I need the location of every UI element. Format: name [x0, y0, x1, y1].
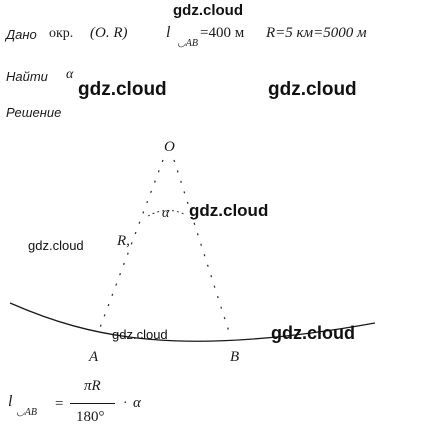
formula-equals: =: [55, 396, 64, 412]
watermark-arc: gdz.cloud: [112, 327, 168, 342]
arc-ab: [9, 302, 376, 342]
formula-length-symbol: l: [8, 393, 13, 410]
radius-ob: [173, 159, 231, 336]
formula-fraction-bar: [70, 403, 115, 404]
formula-arc-subscript: ◡AB: [16, 407, 37, 418]
given-circle-args: (O. R): [90, 25, 128, 41]
watermark-bottom-right: gdz.cloud: [271, 323, 355, 343]
point-a-label: A: [89, 349, 99, 365]
watermark-mid-alpha: gdz.cloud: [189, 201, 269, 220]
angle-label: α: [162, 206, 170, 221]
find-label: Найти: [6, 69, 48, 84]
center-label: O: [164, 139, 175, 155]
formula-alpha: α: [133, 395, 141, 411]
radius-oa: [97, 159, 164, 334]
given-length-symbol: l: [166, 24, 171, 41]
watermark-row1-left: gdz.cloud: [78, 79, 167, 100]
formula-times: ·: [123, 396, 128, 411]
radius-label: R,: [117, 233, 130, 249]
solution-label: Решение: [6, 105, 62, 120]
given-circle: окр.: [49, 26, 74, 41]
given-label: Дано: [6, 27, 37, 42]
given-radius: R=5 км=5000 м: [266, 25, 367, 41]
find-target: α: [66, 67, 74, 82]
watermark-left: gdz.cloud: [28, 238, 84, 253]
given-arc-subscript: ◡AB: [177, 38, 198, 49]
point-b-label: B: [230, 349, 240, 365]
formula-numerator: πR: [84, 378, 101, 394]
watermark-row1-right: gdz.cloud: [268, 79, 357, 100]
given-length-value: =400 м: [200, 25, 245, 41]
formula-denominator: 180°: [76, 409, 105, 425]
watermark-top: gdz.cloud: [173, 2, 243, 19]
